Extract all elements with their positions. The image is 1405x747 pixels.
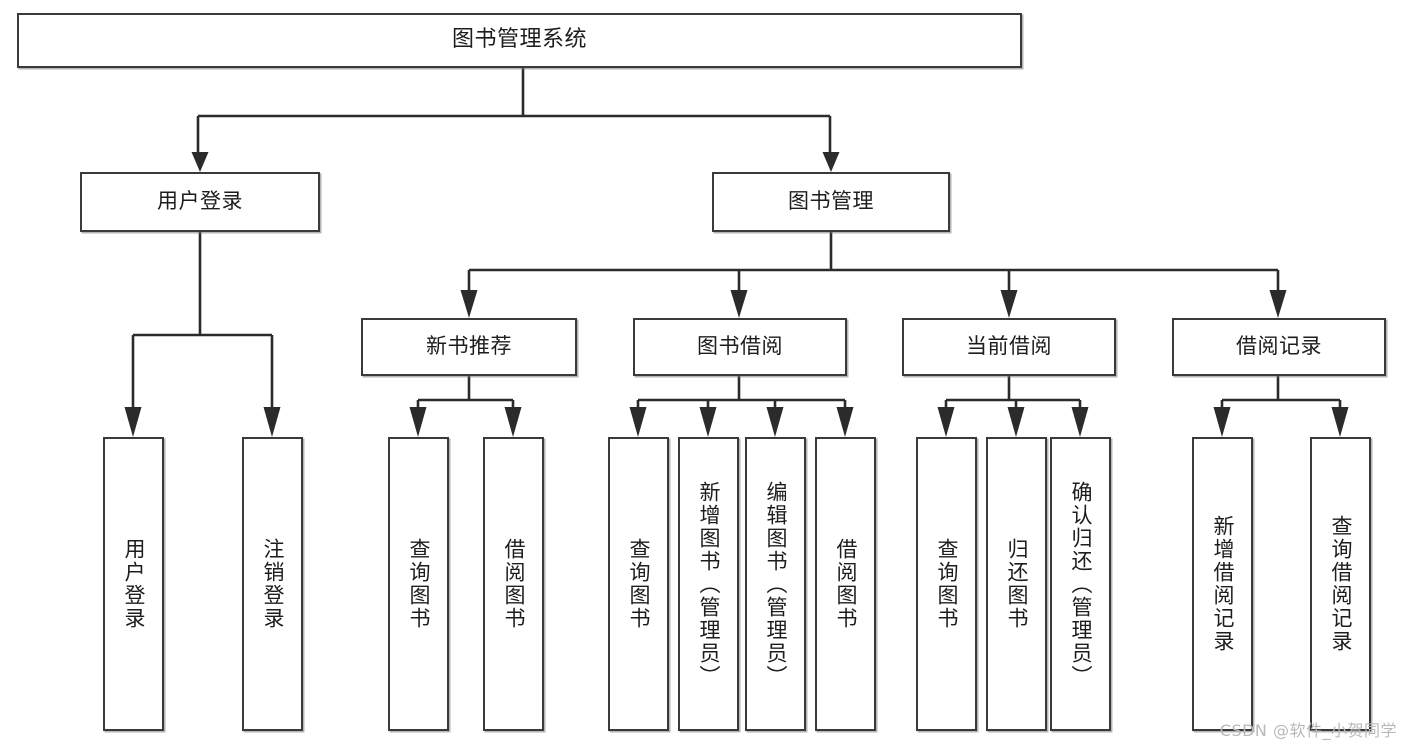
leaf-label: 新增图书（管理员）: [696, 480, 721, 688]
leaf-new-book-rec-1[interactable]: 借阅图书: [483, 437, 544, 731]
leaf-user-login-0[interactable]: 用户登录: [103, 437, 164, 731]
leaf-label: 借阅图书: [501, 538, 526, 630]
leaf-book-borrow-0[interactable]: 查询图书: [608, 437, 669, 731]
leaf-label: 注销登录: [260, 538, 285, 630]
leaf-label: 查询图书: [406, 538, 431, 630]
node-book-borrow[interactable]: 图书借阅: [633, 318, 847, 376]
leaf-label: 确认归还（管理员）: [1068, 480, 1093, 688]
node-user-login-label: 用户登录: [157, 189, 243, 214]
node-current-borrow[interactable]: 当前借阅: [902, 318, 1116, 376]
node-borrow-record[interactable]: 借阅记录: [1172, 318, 1386, 376]
leaf-label: 借阅图书: [833, 538, 858, 630]
leaf-borrow-record-0[interactable]: 新增借阅记录: [1192, 437, 1253, 731]
leaf-borrow-record-1[interactable]: 查询借阅记录: [1310, 437, 1371, 731]
leaf-label: 查询图书: [934, 538, 959, 630]
leaf-current-borrow-0[interactable]: 查询图书: [916, 437, 977, 731]
csdn-watermark: CSDN @软件_小贺同学: [1219, 721, 1397, 740]
leaf-label: 新增借阅记录: [1210, 515, 1235, 653]
leaf-label: 查询图书: [626, 538, 651, 630]
leaf-current-borrow-1[interactable]: 归还图书: [986, 437, 1047, 731]
node-user-login[interactable]: 用户登录: [80, 172, 320, 232]
leaf-book-borrow-1[interactable]: 新增图书（管理员）: [678, 437, 739, 731]
leaf-label: 用户登录: [121, 538, 146, 630]
leaf-label: 归还图书: [1004, 538, 1029, 630]
node-current-borrow-label: 当前借阅: [966, 334, 1052, 359]
leaf-user-login-1[interactable]: 注销登录: [242, 437, 303, 731]
node-root[interactable]: 图书管理系统: [17, 13, 1022, 68]
node-book-manage[interactable]: 图书管理: [712, 172, 950, 232]
leaf-book-borrow-2[interactable]: 编辑图书（管理员）: [745, 437, 806, 731]
leaf-current-borrow-2[interactable]: 确认归还（管理员）: [1050, 437, 1111, 731]
node-book-manage-label: 图书管理: [788, 189, 874, 214]
node-new-book-recommend-label: 新书推荐: [426, 334, 512, 359]
node-book-borrow-label: 图书借阅: [697, 334, 783, 359]
leaf-label: 编辑图书（管理员）: [763, 480, 788, 688]
leaf-label: 查询借阅记录: [1328, 515, 1353, 653]
node-root-label: 图书管理系统: [451, 27, 587, 53]
leaf-book-borrow-3[interactable]: 借阅图书: [815, 437, 876, 731]
leaf-new-book-rec-0[interactable]: 查询图书: [388, 437, 449, 731]
node-borrow-record-label: 借阅记录: [1236, 334, 1322, 359]
node-new-book-recommend[interactable]: 新书推荐: [361, 318, 577, 376]
